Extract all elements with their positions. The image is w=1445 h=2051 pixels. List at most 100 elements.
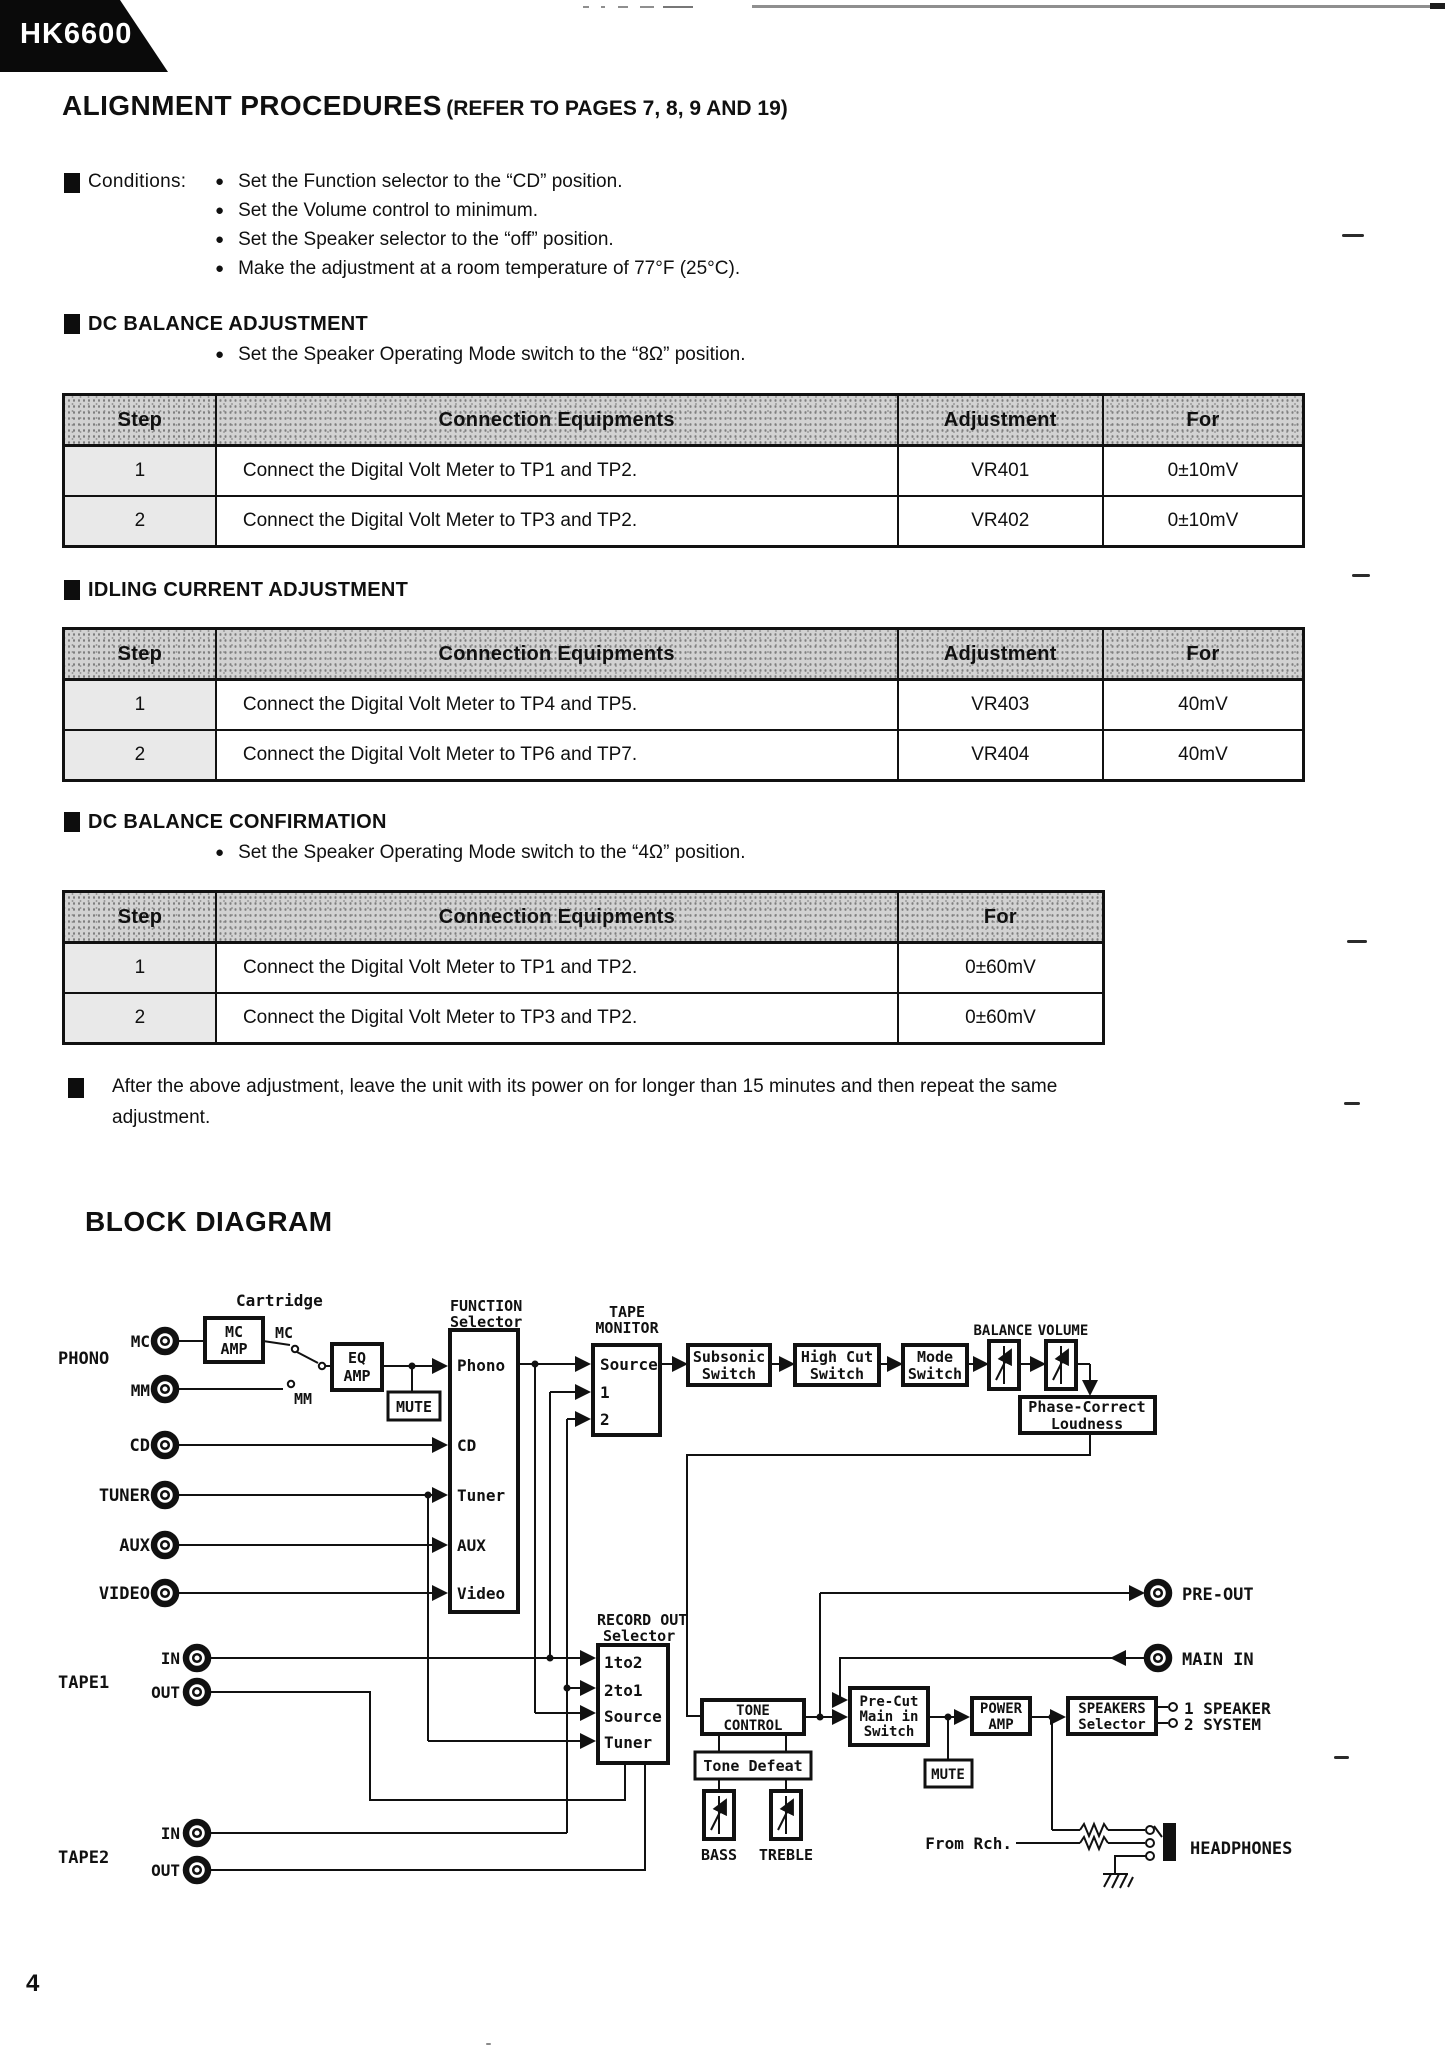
subsonic-switch-box <box>686 1343 772 1387</box>
tone-control-label: TONE <box>736 1703 770 1719</box>
idling-current-table: Step Connection Equipments Adjustment Fo… <box>62 627 1305 782</box>
mode-label: Switch <box>908 1365 962 1383</box>
margin-mark <box>1334 1756 1349 1759</box>
tone-defeat-label: Tone Defeat <box>703 1757 802 1775</box>
page-number: 4 <box>26 1970 40 1997</box>
speaker1-label: 1 SPEAKER <box>1184 1699 1271 1718</box>
tape-monitor-box <box>591 1343 662 1437</box>
tape1-out-label: OUT <box>151 1683 180 1702</box>
tape-monitor-item-source: Source <box>600 1355 658 1374</box>
tone-control-label: CONTROL <box>723 1718 782 1734</box>
eq-amp-label: AMP <box>343 1367 370 1385</box>
scan-artifact-dash <box>1430 3 1445 9</box>
record-out-item-1to2: 1to2 <box>604 1653 643 1672</box>
mode-switch-box <box>901 1343 969 1387</box>
table-row: 1 Connect the Digital Volt Meter to TP1 … <box>62 444 1305 497</box>
cell-connection: Connect the Digital Volt Meter to TP1 an… <box>214 444 899 497</box>
speakers-selector-box <box>1066 1696 1158 1736</box>
from-rch-label: From Rch. <box>925 1834 1012 1853</box>
note-square-icon <box>68 1078 84 1098</box>
subsonic-label: Subsonic <box>693 1348 765 1366</box>
bullet-icon: ● <box>215 260 225 277</box>
speakers-selector-label: SPEAKERS <box>1078 1701 1145 1717</box>
power-amp-label: AMP <box>988 1717 1013 1733</box>
cartridge-label: Cartridge <box>236 1291 323 1310</box>
scan-artifact-dash <box>618 6 628 8</box>
record-out-item-2to1: 2to1 <box>604 1681 643 1700</box>
tape2-in-jack <box>186 1822 208 1844</box>
col-header-step: Step <box>62 393 217 447</box>
section-square-icon <box>64 173 80 193</box>
tone-defeat-box <box>693 1750 813 1781</box>
treble-pot <box>771 1791 801 1839</box>
cell-for: 40mV <box>1101 678 1305 731</box>
phase-correct-label: Loudness <box>1051 1415 1123 1433</box>
diagram-labels: Cartridge PHONO MC MM MC MM CD TUNER AUX… <box>58 1291 1292 1880</box>
conditions-label: Conditions: <box>88 171 187 192</box>
condition-item: ● Set the Function selector to the “CD” p… <box>215 171 622 193</box>
model-number: HK6600 <box>20 18 133 50</box>
cell-for: 0±10mV <box>1101 444 1305 497</box>
function-item-aux: AUX <box>457 1536 486 1555</box>
pre-out-jack <box>1147 1582 1169 1604</box>
pre-cut-label: Pre-Cut <box>859 1694 918 1710</box>
col-header-for: For <box>1101 627 1305 681</box>
block-diagram-heading: BLOCK DIAGRAM <box>85 1206 333 1237</box>
instruction-text: Set the Speaker Operating Mode switch to… <box>238 344 746 365</box>
note-text-line2: adjustment. <box>112 1107 211 1128</box>
function-item-phono: Phono <box>457 1356 505 1375</box>
col-header-for: For <box>896 890 1105 944</box>
power-amp-box <box>970 1696 1032 1736</box>
tape2-in-label: IN <box>161 1824 180 1843</box>
title-reference: (REFER TO PAGES 7, 8, 9 AND 19) <box>446 97 788 120</box>
cd-label: CD <box>130 1436 150 1456</box>
mute-pre-box <box>386 1390 442 1422</box>
tape1-in-jack <box>186 1647 208 1669</box>
cd-jack <box>154 1434 176 1456</box>
col-header-step: Step <box>62 627 217 681</box>
cell-step: 2 <box>62 992 217 1045</box>
record-out-selector-box <box>596 1643 670 1765</box>
bullet-icon: ● <box>215 231 225 248</box>
headphones-label: HEADPHONES <box>1190 1839 1292 1859</box>
eq-amp-label: EQ <box>348 1349 366 1367</box>
table-header-row: Step Connection Equipments For <box>62 890 1105 944</box>
note-text-line1: After the above adjustment, leave the un… <box>112 1076 1058 1097</box>
mc-amp-box <box>203 1316 265 1364</box>
condition-text: Set the Function selector to the “CD” po… <box>238 171 623 192</box>
cell-adjustment: VR403 <box>896 678 1104 731</box>
page-title: ALIGNMENT PROCEDURES (REFER TO PAGES 7, … <box>62 90 788 122</box>
input-jacks <box>154 1330 1176 1881</box>
headphones-jack <box>1163 1823 1176 1861</box>
balance-label: BALANCE <box>973 1323 1032 1339</box>
treble-label: TREBLE <box>759 1846 813 1864</box>
high-cut-switch-box <box>793 1343 881 1387</box>
condition-item: ● Set the Speaker selector to the “off” p… <box>215 229 614 251</box>
function-item-tuner: Tuner <box>457 1486 505 1505</box>
subsonic-label: Switch <box>702 1365 756 1383</box>
main-in-jack <box>1147 1647 1169 1669</box>
phase-correct-box <box>1018 1395 1157 1435</box>
mute-main-box <box>923 1758 974 1789</box>
cell-for: 0±60mV <box>896 941 1105 994</box>
tape2-out-jack <box>186 1859 208 1881</box>
col-header-connection: Connection Equipments <box>214 627 899 681</box>
tape2-label: TAPE2 <box>58 1848 109 1868</box>
section-heading-confirmation: DC BALANCE CONFIRMATION <box>88 811 387 833</box>
tape1-out-jack <box>186 1681 208 1703</box>
bullet-icon: ● <box>215 173 225 190</box>
bass-label: BASS <box>701 1846 737 1864</box>
instruction-text: Set the Speaker Operating Mode switch to… <box>238 842 746 863</box>
cell-adjustment: VR404 <box>896 729 1104 782</box>
table-row: 2 Connect the Digital Volt Meter to TP3 … <box>62 495 1305 548</box>
col-header-adjustment: Adjustment <box>896 627 1104 681</box>
video-label: VIDEO <box>99 1584 150 1604</box>
pre-cut-switch-box <box>848 1686 930 1747</box>
high-cut-label: High Cut <box>801 1348 873 1366</box>
tone-control-box <box>700 1698 806 1736</box>
condition-item: ●Set the Volume control to minimum. <box>215 200 538 222</box>
phono-label: PHONO <box>58 1349 109 1369</box>
condition-text: Set the Speaker selector to the “off” po… <box>238 229 614 250</box>
table-header-row: Step Connection Equipments Adjustment Fo… <box>62 393 1305 447</box>
